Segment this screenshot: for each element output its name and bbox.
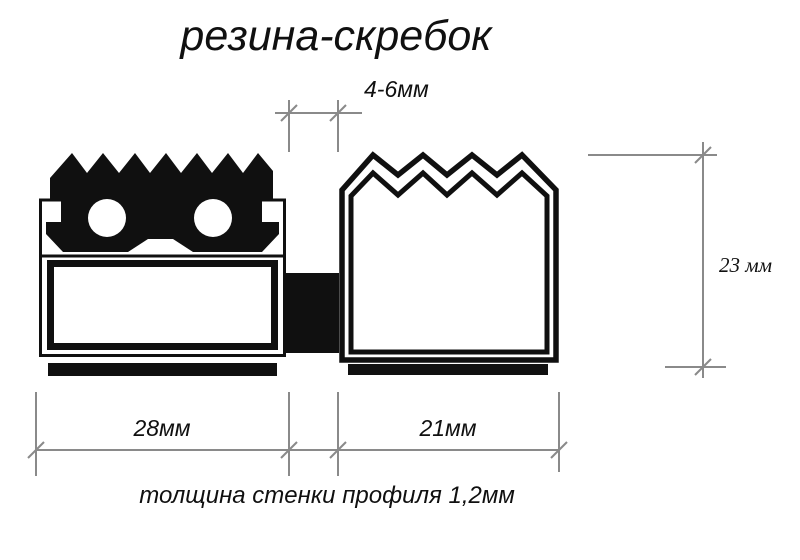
rubber-corner-cut-right — [262, 234, 279, 252]
right-width-label: 21мм — [418, 415, 476, 441]
left-profile-chamber — [47, 260, 278, 350]
height-dimension-label: 23 мм — [719, 253, 772, 277]
right-profile-inner-wall — [348, 169, 550, 355]
left-profile-outline — [39, 198, 286, 357]
left-profile — [39, 153, 286, 376]
right-profile-outer-wall — [339, 151, 559, 363]
left-base-strip — [48, 363, 277, 376]
rubber-hole-right — [194, 199, 232, 237]
rubber-corner-cut-left — [46, 234, 63, 252]
left-width-label: 28мм — [132, 415, 190, 441]
width-tick-1 — [27, 441, 45, 459]
gap-dimension-label: 4-6мм — [364, 76, 429, 102]
connector-block — [286, 273, 339, 353]
height-tick-top — [694, 146, 712, 164]
right-base-strip — [348, 364, 548, 375]
right-profile — [339, 151, 559, 375]
dimension-height: 23 мм — [588, 142, 772, 378]
wall-thickness-note: толщина стенки профиля 1,2мм — [139, 482, 515, 509]
gap-tick-right — [329, 104, 347, 122]
rubber-notch — [128, 239, 193, 252]
dimension-gap: 4-6мм — [275, 76, 429, 152]
width-tick-3 — [329, 441, 347, 459]
dimension-widths: 28мм 21мм — [27, 392, 568, 476]
height-tick-bottom — [694, 358, 712, 376]
width-tick-4 — [550, 441, 568, 459]
page-title: резина-скребок — [178, 12, 493, 60]
rubber-hole-left — [88, 199, 126, 237]
rubber-insert — [46, 153, 279, 252]
width-tick-2 — [280, 441, 298, 459]
gap-tick-left — [280, 104, 298, 122]
